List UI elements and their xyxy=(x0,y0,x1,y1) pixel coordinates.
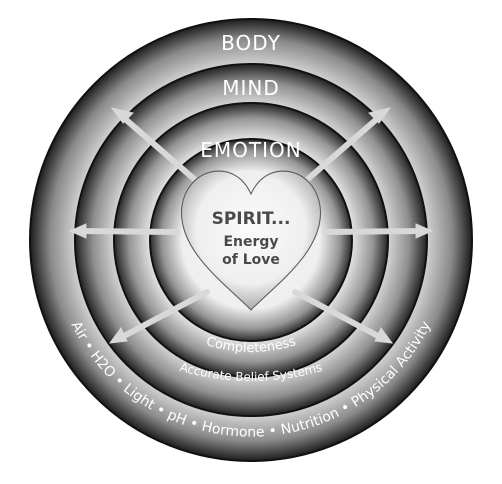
arrow-down-right-shaft xyxy=(292,289,383,340)
arrow-right-head xyxy=(415,223,434,239)
arrow-left-shaft xyxy=(76,228,180,235)
spirit-label: SPIRIT... xyxy=(212,209,291,229)
arrow-right-shaft xyxy=(322,228,426,235)
arrow-up-left-head xyxy=(110,107,134,124)
arrow-up-right-shaft xyxy=(298,115,381,188)
arrow-down-right-head xyxy=(374,327,394,344)
arrow-left-head xyxy=(68,223,87,239)
arrows-group xyxy=(68,107,434,344)
emotion-label: EMOTION xyxy=(200,138,301,162)
arrow-up-left-shaft xyxy=(121,115,204,188)
arrow-down-left-shaft xyxy=(119,289,210,340)
arrow-up-right-head xyxy=(368,107,392,124)
completeness-label: Completeness xyxy=(204,334,297,356)
mind-label: MIND xyxy=(222,76,280,100)
arrow-down-left-head xyxy=(108,327,128,344)
body-label: BODY xyxy=(221,31,281,55)
heart-shape xyxy=(181,170,321,311)
love-label: of Love xyxy=(222,252,280,268)
energy-label: Energy xyxy=(223,234,278,250)
